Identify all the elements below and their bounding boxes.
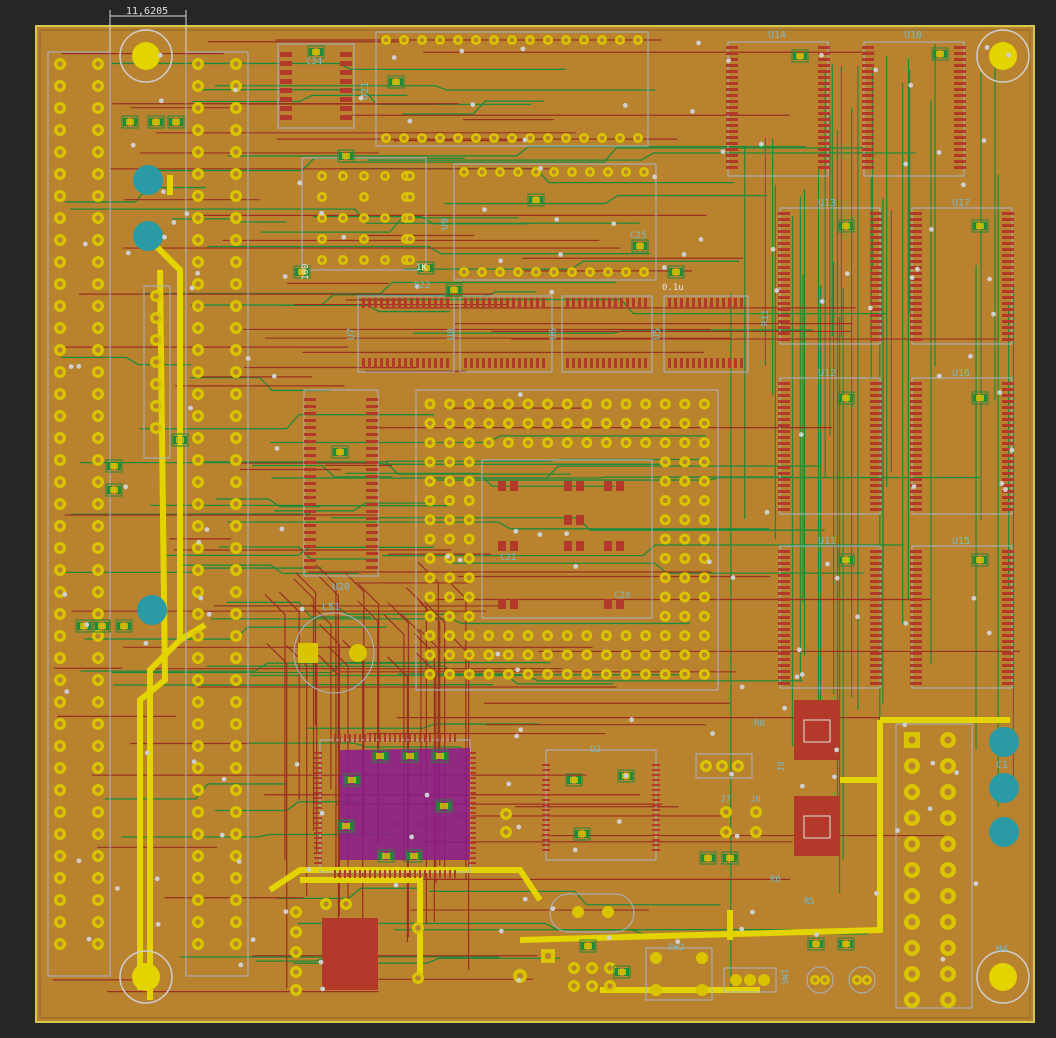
designator-r22: R22: [414, 281, 430, 291]
designator-h4: H4: [996, 944, 1008, 955]
power-connector-header[interactable]: [895, 723, 973, 1009]
mounting-hole-top-left: [119, 29, 173, 83]
mounting-hole-bottom-right: [976, 950, 1030, 1004]
designator-r8: R8: [754, 719, 765, 729]
designator-sw2: SW2: [668, 943, 684, 953]
value-cap-100: 100: [301, 264, 311, 280]
inductor-l51[interactable]: L51: [293, 602, 375, 694]
designator-j8: J8: [750, 795, 761, 805]
designator-l51: L51: [322, 602, 340, 613]
chip-u21[interactable]: U21: [360, 31, 649, 147]
chip-u9[interactable]: U9: [440, 163, 657, 281]
designator-u17: U17: [952, 198, 970, 209]
value-cap-01u: 0.1u: [662, 283, 684, 293]
designator-u21: U21: [360, 82, 371, 100]
designator-sw1: SW1: [781, 969, 791, 985]
designator-c21: C21: [500, 553, 516, 563]
designator-u18: U18: [904, 30, 922, 41]
designator-u5: U5: [652, 328, 663, 340]
right-memory-chips[interactable]: [726, 41, 1014, 689]
teal-capacitors: [133, 165, 1019, 847]
chip-socket-grid[interactable]: [301, 157, 427, 271]
small-passive-components: [75, 45, 989, 979]
qfp-chip[interactable]: [314, 734, 476, 878]
designator-j7: J7: [720, 795, 731, 805]
chip-u20[interactable]: U20: [303, 389, 379, 593]
smd-ic-row[interactable]: [357, 295, 749, 373]
designator-r5: R5: [804, 897, 815, 907]
crystal[interactable]: [549, 893, 635, 933]
chip-u2[interactable]: [542, 749, 660, 861]
designator-u8: U8: [446, 328, 457, 340]
designator-r6: R6: [770, 875, 781, 885]
designator-u14: U14: [768, 30, 786, 41]
designator-u16: U16: [952, 368, 970, 379]
switch-sw1[interactable]: SW1: [723, 967, 791, 993]
dimension-label: 11,6205: [126, 6, 168, 17]
regulator-left[interactable]: [322, 918, 378, 990]
designator-u20: U20: [332, 582, 350, 593]
chip-top-small[interactable]: [277, 43, 355, 129]
designator-u9: U9: [440, 218, 451, 230]
mounting-hole-top-right: [976, 29, 1030, 83]
power-traces: [137, 175, 1010, 1000]
designator-c25: C25: [630, 231, 646, 241]
central-pga-socket[interactable]: [415, 389, 719, 691]
designator-u15: U15: [952, 536, 970, 547]
switch-sw2[interactable]: SW2: [645, 943, 713, 1001]
designator-r11: R11: [761, 310, 771, 326]
regulator-top[interactable]: [794, 700, 840, 760]
vias: [62, 40, 1015, 992]
regulator-bottom[interactable]: [794, 796, 840, 856]
left-pin-headers: [47, 51, 249, 977]
board-inner-edge: [39, 29, 1031, 1019]
designator-c20: C20: [614, 591, 630, 601]
designator-u2: U2: [590, 745, 601, 755]
designator-c34: C34: [306, 57, 322, 67]
designator-c1: C1: [996, 760, 1008, 771]
mounting-hole-bottom-left: [119, 950, 173, 1004]
small-jumper-headers[interactable]: [290, 753, 876, 996]
designator-j9: J9: [777, 761, 787, 772]
designator-u13: U13: [818, 198, 836, 209]
designator-u12: U12: [818, 368, 836, 379]
value-res-1k: 1K: [416, 263, 427, 273]
designator-u6: U6: [548, 328, 559, 340]
designator-u7: U7: [346, 328, 357, 340]
designator-u11: U11: [818, 536, 836, 547]
